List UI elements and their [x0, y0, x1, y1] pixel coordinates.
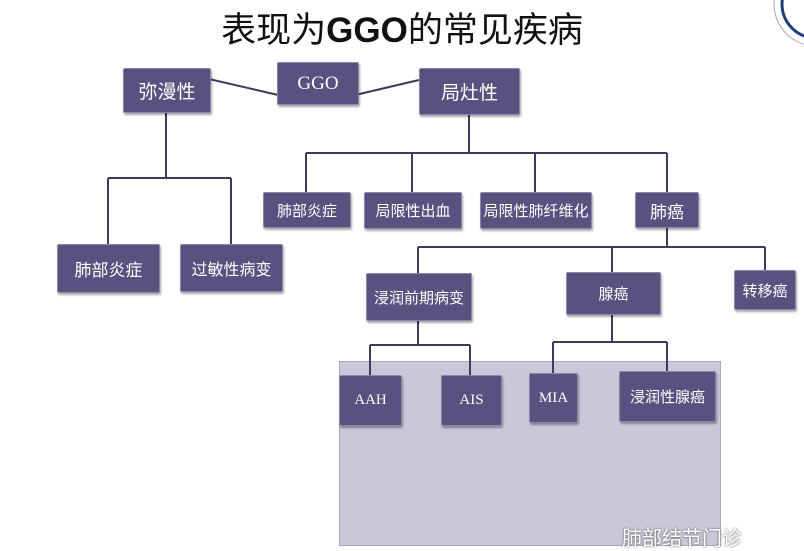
node-focal: 局灶性 [419, 68, 520, 115]
node-preinvasive: 浸润前期病变 [366, 273, 472, 321]
node-ggo: GGO [277, 62, 359, 105]
title-bold: GGO [326, 11, 408, 50]
node-mia: MIA [529, 373, 578, 423]
title-suffix: 的常见疾病 [407, 11, 583, 51]
node-focal-fibrosis: 局限性肺纤维化 [480, 192, 592, 229]
watermark: 肺部结节门诊 [622, 526, 742, 550]
node-allergic-lesion: 过敏性病变 [180, 244, 283, 292]
node-diffuse-pneumonia: 肺部炎症 [57, 244, 160, 293]
node-ais: AIS [441, 375, 502, 426]
title-prefix: 表现为 [221, 11, 327, 51]
node-metastatic: 转移癌 [734, 270, 796, 310]
node-lung-cancer: 肺癌 [635, 192, 699, 228]
node-focal-pneumonia: 肺部炎症 [263, 192, 351, 228]
page-title: 表现为GGO的常见疾病 [0, 2, 804, 53]
node-aah: AAH [339, 375, 402, 426]
node-focal-hemorrhage: 局限性出血 [364, 192, 462, 229]
institution-seal-logo [773, 0, 804, 45]
node-diffuse: 弥漫性 [123, 68, 211, 113]
node-invasive-adeno: 浸润性腺癌 [619, 371, 716, 422]
node-adenocarcinoma: 腺癌 [566, 272, 661, 315]
